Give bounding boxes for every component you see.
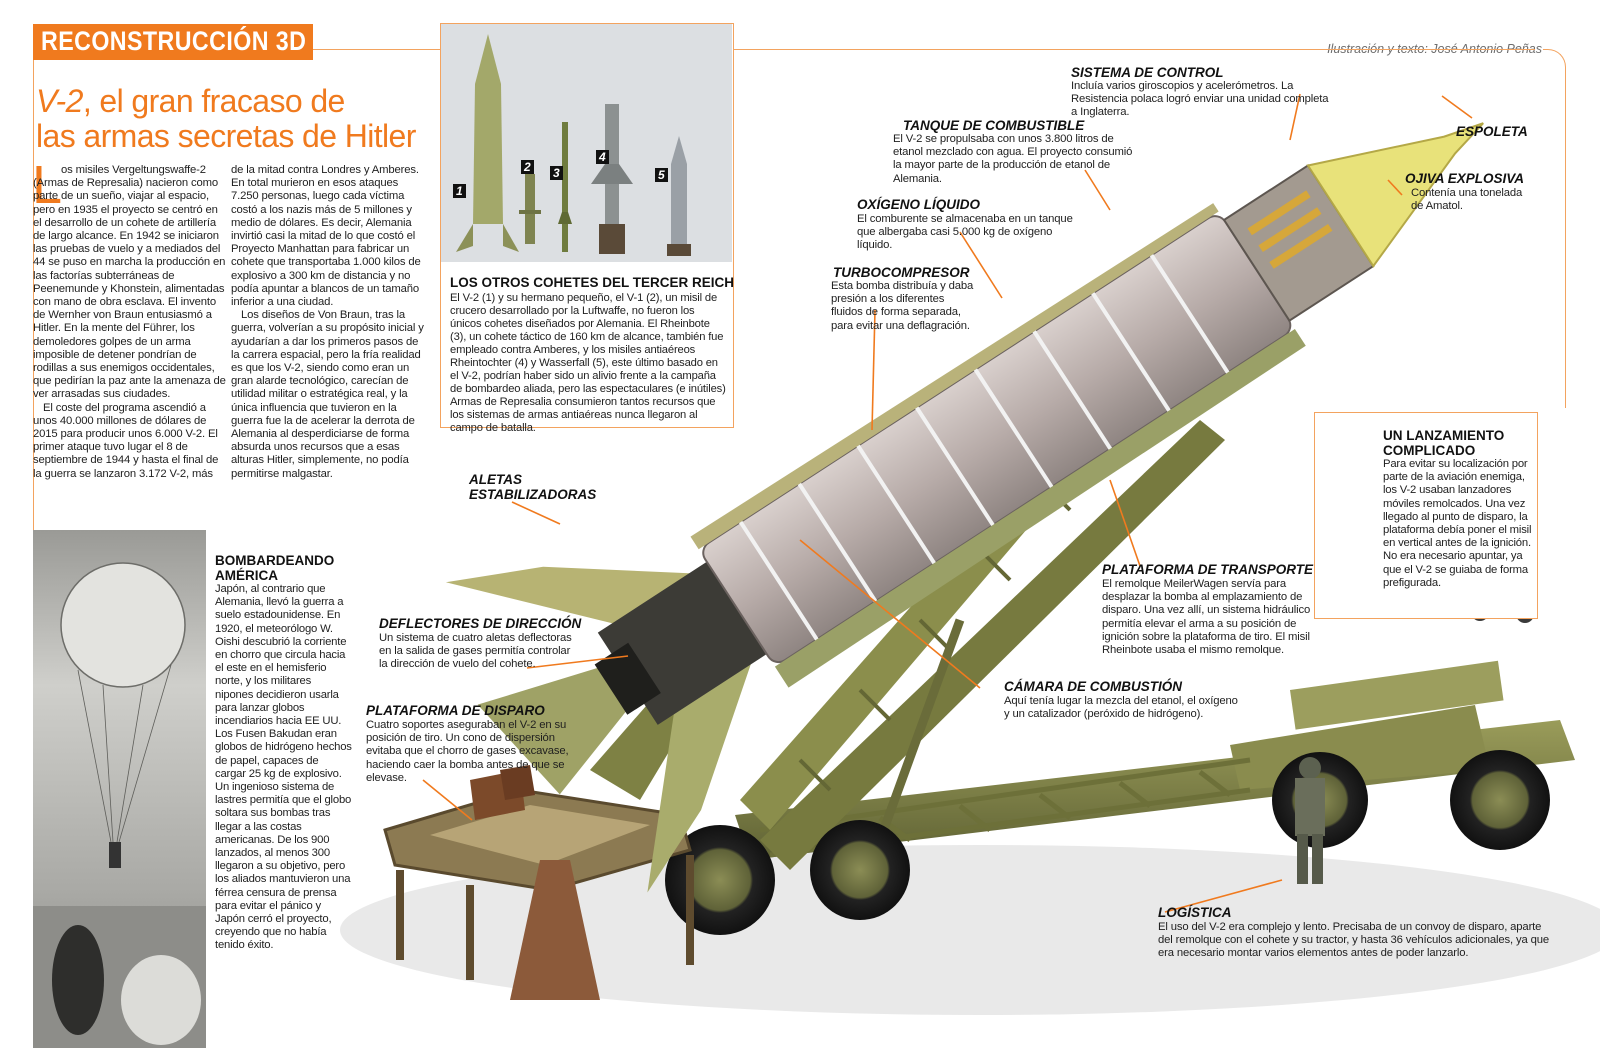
frame-side [1565,88,1566,408]
balloon-photo [33,530,206,1048]
label-sistema-control-heading: SISTEMA DE CONTROL [1071,65,1224,80]
label-camara-text: Aquí tenía lugar la mezcla del etanol, e… [1004,695,1238,721]
title-italic: V-2 [36,83,83,119]
rocket-4-rheintochter [591,104,633,254]
launch-box [1314,412,1538,619]
v2-rocket-cutaway [445,122,1484,893]
launch-text: Para evitar su localización por parte de… [1383,458,1532,589]
rocket-number: 4 [596,150,609,164]
label-deflectores-heading: DEFLECTORES DE DIRECCIÓN [379,616,582,631]
label-deflectores-text: Un sistema de cuatro aletas deflectoras … [379,632,572,671]
section-tag-label: RECONSTRUCCIÓN 3D [41,26,307,56]
rocket-5-wasserfall [667,136,691,256]
bombing-america-heading: BOMBARDEANDO AMÉRICA [215,553,335,583]
bombing-america-text: Japón, al contrario que Alemania, llevó … [215,583,352,952]
rocket-number: 1 [453,184,466,198]
rocket-number: 2 [521,160,534,174]
rocket-3-rheinbote [558,122,572,252]
article-column-2: de la mitad contra Londres y Amberes. En… [231,164,426,481]
frame-corner [1543,49,1566,90]
soldier-figure [1295,757,1325,884]
article-column-1: os misiles Vergeltungswaffe-2 (Armas de … [33,164,227,481]
article-paragraph: de la mitad contra Londres y Amberes. En… [231,164,421,309]
page-title: V-2, el gran fracaso de las armas secret… [36,84,446,154]
rocket-number: 5 [655,168,668,182]
label-turbo-text: Esta bomba distribuía y daba presión a l… [831,280,974,332]
frame-left [33,60,34,530]
label-ojiva-heading: OJIVA EXPLOSIVA [1405,171,1525,186]
label-aletas-heading: ALETAS ESTABILIZADORAS [469,472,597,502]
firing-platform [383,765,694,1000]
drop-cap: L [32,155,63,215]
ground-shadow [340,845,1600,1015]
label-logistica-text: El uso del V-2 era complejo y lento. Pre… [1158,921,1550,960]
label-logistica-heading: LOGÍSTICA [1158,905,1232,920]
label-oxigeno-text: El comburente se almacenaba en un tanque… [857,213,1073,252]
title-line1: , el gran fracaso de [82,83,346,119]
article-paragraph: El coste del programa ascendió a unos 40… [33,401,219,480]
label-transporte-heading: PLATAFORMA DE TRANSPORTE [1102,562,1313,577]
label-tanque-text: El V-2 se propulsaba con unos 3.800 litr… [893,133,1133,185]
label-tanque-heading: TANQUE DE COMBUSTIBLE [903,118,1085,133]
label-ojiva-text: Contenía una tonelada de Amatol. [1411,187,1523,213]
title-line2: las armas secretas de Hitler [36,118,416,154]
label-turbo-heading: TURBOCOMPRESOR [833,265,970,280]
rocket-number: 3 [550,166,563,180]
section-tag: RECONSTRUCCIÓN 3D [33,24,313,60]
label-oxigeno-heading: OXÍGENO LÍQUIDO [857,197,981,212]
other-rockets-text: El V-2 (1) y su hermano pequeño, el V-1 … [450,292,726,434]
other-rockets-illustration: 1 2 3 4 5 [441,24,732,262]
leader-lines [422,93,1473,913]
rocket-1-v2 [456,34,519,252]
rocket-2-v1 [519,174,541,244]
launch-heading: UN LANZAMIENTO COMPLICADO [1383,428,1505,458]
label-disparo-heading: PLATAFORMA DE DISPARO [366,703,545,718]
article-paragraph: os misiles Vergeltungswaffe-2 (Armas de … [33,164,226,401]
label-transporte-text: El remolque MeilerWagen servía para desp… [1102,578,1311,657]
article-paragraph: Los diseños de Von Braun, tras la guerra… [231,309,424,480]
label-espoleta-heading: ESPOLETA [1456,124,1528,139]
frame-line [313,49,1535,50]
label-disparo-text: Cuatro soportes aseguraban el V-2 en su … [366,719,569,784]
label-camara-heading: CÁMARA DE COMBUSTIÓN [1004,679,1182,694]
other-rockets-heading: LOS OTROS COHETES DEL TERCER REICH [450,275,735,290]
label-sistema-control-text: Incluía varios giroscopios y acelerómetr… [1071,80,1329,119]
